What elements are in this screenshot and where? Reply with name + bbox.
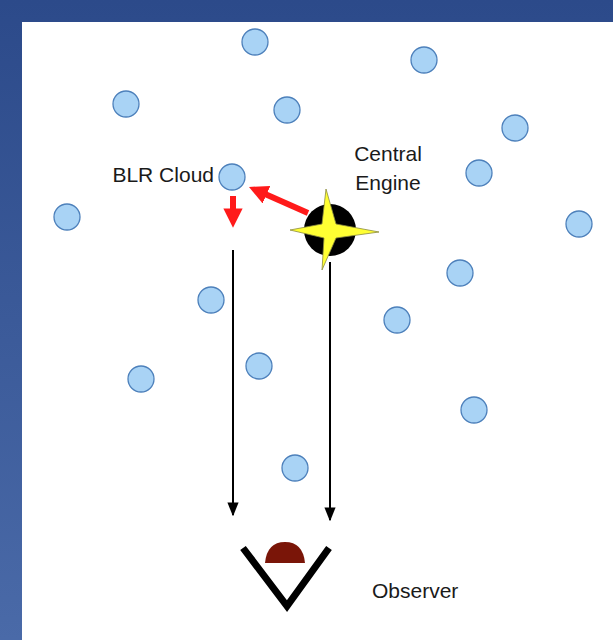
blr-cloud <box>502 115 528 141</box>
blr-cloud <box>566 211 592 237</box>
blr-cloud <box>113 91 139 117</box>
blr-cloud <box>274 97 300 123</box>
blr-cloud <box>128 366 154 392</box>
light-path <box>329 262 331 520</box>
cloud-label: BLR Cloud <box>74 160 214 189</box>
blr-cloud <box>384 307 410 333</box>
observer-label: Observer <box>372 576 512 605</box>
observer-eye <box>265 542 305 563</box>
blr-cloud <box>466 160 492 186</box>
blr-cloud <box>411 47 437 73</box>
engine-star <box>290 189 379 270</box>
panel <box>22 22 613 640</box>
engine-label: Central Engine <box>332 139 444 197</box>
blr-clouds <box>54 29 592 481</box>
blr-cloud <box>54 204 80 230</box>
blr-cloud <box>198 287 224 313</box>
observer-symbol <box>243 548 329 606</box>
blr-cloud <box>246 353 272 379</box>
blr-cloud <box>461 397 487 423</box>
light-path <box>232 250 234 515</box>
blr-cloud <box>219 164 245 190</box>
blr-cloud <box>447 260 473 286</box>
emission-arrow <box>256 190 308 213</box>
reprocessed-arrow <box>230 196 236 220</box>
blr-cloud <box>282 455 308 481</box>
blr-cloud <box>242 29 268 55</box>
